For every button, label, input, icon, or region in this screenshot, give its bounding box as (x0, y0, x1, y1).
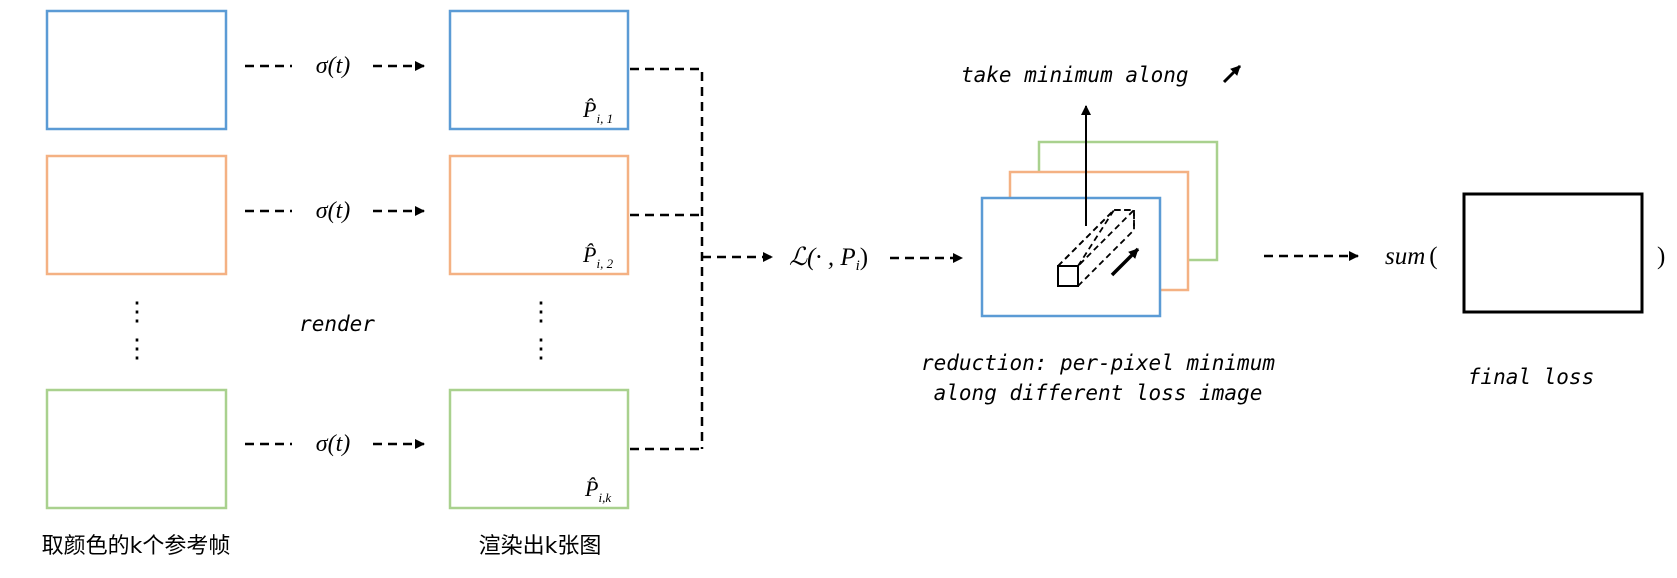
merge-connector (630, 67, 704, 451)
final-loss-caption: final loss (1468, 365, 1594, 389)
pixel-column-top (1057, 209, 1115, 267)
frame-label-k-sub: i,k (598, 490, 611, 505)
take-minimum-label: take minimum along (961, 63, 1189, 87)
sigma-label-2: σ(t) (316, 198, 351, 224)
reference-frame-2 (45, 154, 228, 276)
pixel-column-back (1114, 209, 1135, 230)
pixel-cube-front (1057, 265, 1079, 287)
loss-args: (· , P (807, 244, 856, 271)
reference-frame-k (45, 388, 228, 510)
middle-dots-2: ⋮ (528, 334, 554, 363)
frame-label-2-sub: i, 2 (596, 256, 613, 271)
depth-arrow (1110, 247, 1140, 277)
reduction-caption-line1: reduction: per-pixel minimum (921, 351, 1275, 375)
along-direction-icon (1222, 64, 1242, 84)
frame-label-k: P̂i,k (584, 476, 611, 505)
frame-label-1-base: P̂ (582, 97, 596, 122)
loss-function: ℒ(· , Pi) (789, 244, 868, 274)
loss-sub: i (856, 258, 860, 274)
pixel-column (1057, 209, 1137, 287)
frame-label-2-base: P̂ (582, 242, 596, 267)
rendered-frame-1 (448, 9, 630, 131)
rendered-frame-k (448, 388, 630, 510)
frame-label-1: P̂i, 1 (582, 97, 613, 126)
sigma-label-k: σ(t) (316, 431, 351, 457)
final-loss-box (1462, 192, 1644, 314)
reduction-caption-line2: along different loss image (934, 381, 1263, 405)
frame-label-2: P̂i, 2 (582, 242, 614, 271)
frame-label-1-sub: i, 1 (596, 111, 613, 126)
reference-frame-1 (45, 9, 228, 131)
left-dots-1: ⋮ (124, 297, 150, 326)
left-column-caption: 取颜色的k个参考帧 (42, 534, 231, 559)
left-dots-2: ⋮ (124, 334, 150, 363)
sum-close-paren: ) (1657, 243, 1665, 270)
middle-dots-1: ⋮ (528, 297, 554, 326)
middle-column-caption: 渲染出k张图 (479, 534, 602, 559)
loss-close: ) (860, 244, 868, 271)
sum-open-paren: ( (1429, 243, 1437, 270)
frame-label-k-base: P̂ (584, 476, 598, 501)
render-label: render (299, 312, 375, 336)
sigma-label-1: σ(t) (316, 53, 351, 79)
rendered-frame-2 (448, 154, 630, 276)
sum-word: sum (1385, 243, 1425, 270)
loss-symbol: ℒ (789, 244, 808, 271)
sum-label: sum( (1385, 243, 1438, 270)
